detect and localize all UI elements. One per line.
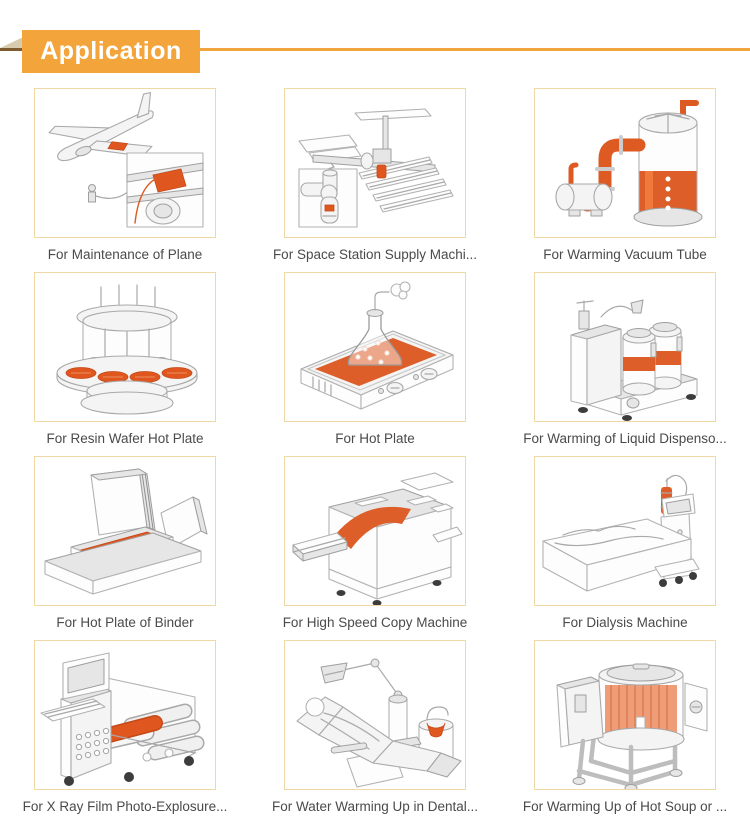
grid-cell: For Hot Plate of Binder: [0, 456, 250, 632]
hot-plate-illustration: [284, 272, 466, 422]
illustration-svg: [298, 108, 454, 228]
illustration-svg: [296, 658, 462, 788]
grid-cell: For Resin Wafer Hot Plate: [0, 272, 250, 448]
caption: For Hot Plate of Binder: [56, 615, 194, 630]
dental-chair-illustration: [284, 640, 466, 790]
illustration-svg: [542, 474, 700, 592]
space-station-illustration: [284, 88, 466, 238]
application-header: Application: [0, 0, 750, 88]
grid-cell: For Space Station Supply Machi...: [250, 88, 500, 264]
caption: For Dialysis Machine: [562, 615, 688, 630]
caption: For X Ray Film Photo-Explosure...: [22, 799, 228, 814]
binder-hot-plate-illustration: [34, 456, 216, 606]
header-rule-shadow: [0, 48, 34, 51]
xray-film-machine-illustration: [34, 640, 216, 790]
section-title: Application: [22, 30, 200, 73]
illustration-svg: [40, 652, 205, 786]
grid-cell: For Hot Plate: [250, 272, 500, 448]
grid-cell: For Warming of Liquid Dispenso...: [500, 272, 750, 448]
grid-cell: For Maintenance of Plane: [0, 88, 250, 264]
illustration-svg: [56, 284, 198, 415]
grid-cell: For Warming Vacuum Tube: [500, 88, 750, 264]
grid-cell: For Water Warming Up in Dental...: [250, 640, 500, 816]
dialysis-machine-illustration: [534, 456, 716, 606]
illustration-svg: [570, 299, 698, 421]
grid-cell: For X Ray Film Photo-Explosure...: [0, 640, 250, 816]
caption: For Space Station Supply Machi...: [272, 247, 478, 262]
illustration-svg: [555, 100, 703, 227]
grid-cell: For Warming Up of Hot Soup or ...: [500, 640, 750, 816]
grid-cell: For High Speed Copy Machine: [250, 456, 500, 632]
application-grid: For Maintenance of Plane: [0, 88, 750, 824]
resin-wafer-hot-plate-illustration: [34, 272, 216, 422]
vacuum-tube-illustration: [534, 88, 716, 238]
illustration-svg: [48, 92, 204, 228]
caption: For Warming Up of Hot Soup or ...: [522, 799, 728, 814]
copy-machine-illustration: [284, 456, 466, 606]
illustration-svg: [556, 663, 708, 789]
grid-cell: For Dialysis Machine: [500, 456, 750, 632]
illustration-svg: [292, 472, 463, 605]
caption: For Hot Plate: [335, 431, 415, 446]
header-rule-line: [0, 48, 750, 51]
caption: For High Speed Copy Machine: [282, 615, 468, 630]
caption: For Resin Wafer Hot Plate: [46, 431, 204, 446]
caption: For Warming Vacuum Tube: [543, 247, 707, 262]
plane-maintenance-illustration: [34, 88, 216, 238]
soup-kettle-illustration: [534, 640, 716, 790]
caption: For Water Warming Up in Dental...: [271, 799, 479, 814]
caption: For Maintenance of Plane: [47, 247, 203, 262]
liquid-dispenser-illustration: [534, 272, 716, 422]
caption: For Warming of Liquid Dispenso...: [523, 431, 727, 446]
illustration-svg: [300, 281, 454, 410]
illustration-svg: [44, 468, 208, 595]
